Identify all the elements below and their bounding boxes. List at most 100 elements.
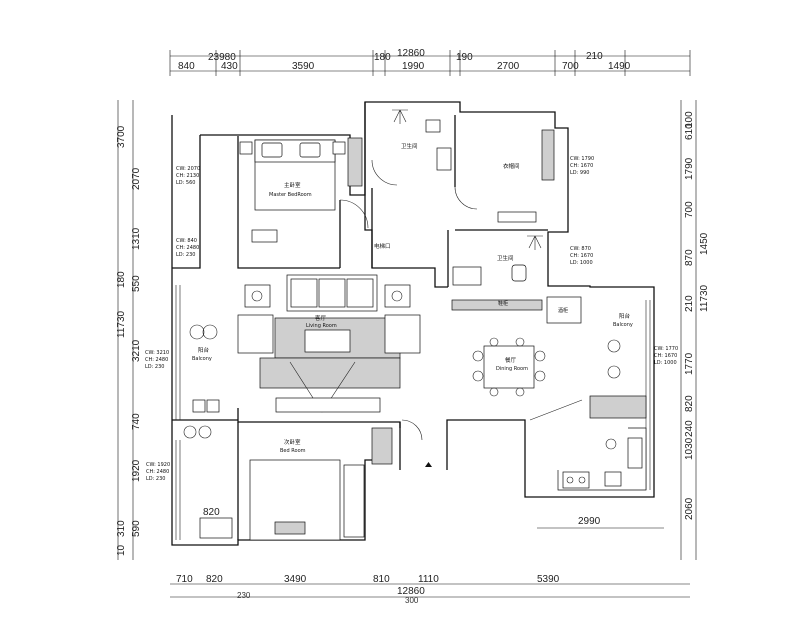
dim-left-7: 740 <box>131 413 142 430</box>
dim-bottom-small-1: 300 <box>405 596 419 605</box>
master-bedroom-name-en: Master BedRoom <box>269 192 312 198</box>
svg-text:CH: 1670: CH: 1670 <box>654 353 677 359</box>
dim-right-3: 700 <box>684 201 695 218</box>
desk-icon <box>251 229 278 243</box>
svg-text:CW: 1790: CW: 1790 <box>570 156 594 162</box>
shower-icon <box>392 109 408 124</box>
svg-text:LD: 1000: LD: 1000 <box>654 360 677 366</box>
dining-area: 餐厅 Dining Room <box>472 337 546 397</box>
svg-text:CW: 870: CW: 870 <box>570 246 591 252</box>
svg-text:CH: 2130: CH: 2130 <box>176 173 199 179</box>
window-spec-master-lower: CW: 840 CH: 2480 LD: 230 <box>176 238 199 258</box>
dim-inner-820: 820 <box>203 507 220 518</box>
kitchen <box>557 427 647 491</box>
dim-left-6: 3210 <box>131 339 142 362</box>
dim-bottom-5: 5390 <box>537 574 560 585</box>
bathroom-mid: 卫生间 CW: 870 CH: 1670 LD: 1000 鞋柜 酒柜 <box>451 235 593 324</box>
dim-left-8: 1920 <box>131 459 142 482</box>
master-bedroom: 主卧室 Master BedRoom CW: 2070 CH: 2130 LD:… <box>176 137 363 258</box>
balcony-left: 阳台 Balcony CW: 3210 CH: 2480 LD: 230 <box>145 324 220 439</box>
svg-text:LD: 230: LD: 230 <box>145 364 164 370</box>
door-swing-icon <box>454 186 478 210</box>
dim-right-2: 1790 <box>684 157 695 180</box>
dim-right-9: 820 <box>684 395 695 412</box>
svg-text:CW: 1770: CW: 1770 <box>654 346 678 352</box>
walls <box>171 101 655 546</box>
dim-left-2: 1310 <box>131 227 142 250</box>
balcony-right: 阳台 Balcony CW: 1770 CH: 1670 LD: 1000 <box>529 312 678 421</box>
dim-top-0: 840 <box>178 61 195 72</box>
sink-icon <box>452 266 482 286</box>
dim-top-3: 180 <box>374 52 391 63</box>
dim-left-9: 310 <box>116 520 127 537</box>
toilet-icon <box>425 119 441 133</box>
top-dimensions: 23980 12860 840 430 3590 180 1990 190 27… <box>169 48 691 76</box>
bench-icon <box>274 521 306 535</box>
dim-left-11: 10 <box>116 544 127 556</box>
armchair-icon <box>237 314 274 354</box>
dim-left-10: 590 <box>131 520 142 537</box>
balcony-left-name: 阳台 <box>198 346 210 354</box>
cabinet-icon <box>541 129 555 181</box>
closet-icon <box>343 464 365 538</box>
study-room: 衣帽间 CW: 1790 CH: 1670 LD: 990 <box>497 129 594 223</box>
dim-top-6: 2700 <box>497 61 520 72</box>
bar-cabinet-icon <box>546 296 582 324</box>
bathroom-mid-name: 卫生间 <box>497 254 514 262</box>
svg-text:LD: 230: LD: 230 <box>176 252 195 258</box>
sink-icon <box>627 437 643 469</box>
toilet-icon <box>511 264 527 282</box>
shower-icon <box>527 235 543 250</box>
dim-top-8: 1490 <box>608 61 631 72</box>
dim-top-2: 3590 <box>292 61 315 72</box>
bedroom: 次卧室 Bed Room CW: 1920 CH: 2480 LD: 230 8… <box>146 427 393 541</box>
bathroom-top: 卫生间 电梯口 <box>374 109 452 250</box>
dim-top-1: 430 <box>221 61 238 72</box>
nightstand-icon <box>239 141 253 155</box>
dim-top-5: 190 <box>456 52 473 63</box>
svg-text:LD: 230: LD: 230 <box>146 476 165 482</box>
window-spec-bedroom: CW: 1920 CH: 2480 LD: 230 <box>146 462 170 482</box>
coffee-table-icon <box>304 329 351 353</box>
dim-left-4: 550 <box>131 275 142 292</box>
left-dimensions: 3700 2070 1310 180 550 11730 3210 740 19… <box>116 100 142 560</box>
dim-bottom-2: 3490 <box>284 574 307 585</box>
doors <box>339 159 478 467</box>
dim-right-10: 240 <box>684 420 695 437</box>
door-swing-icon <box>371 159 398 186</box>
entry-arrow-icon <box>425 462 432 467</box>
dining-table-icon <box>483 345 535 389</box>
dim-top-7: 700 <box>562 61 579 72</box>
living-room-name: 客厅 <box>315 314 327 322</box>
dim-top-total2: 12860 <box>397 48 425 59</box>
svg-text:CH: 2480: CH: 2480 <box>176 245 199 251</box>
dim-top-9: 210 <box>586 51 603 62</box>
dim-left-0: 3700 <box>116 125 127 148</box>
dim-bottom-1: 820 <box>206 574 223 585</box>
dim-bottom-3: 810 <box>373 574 390 585</box>
dim-right-4: 1450 <box>699 232 710 255</box>
dim-left-5: 11730 <box>116 310 127 338</box>
dim-bottom-total: 12860 <box>397 586 425 597</box>
svg-text:CH: 1670: CH: 1670 <box>570 163 593 169</box>
right-dimensions: 100 610 1790 700 1450 870 210 11730 1770… <box>680 100 710 560</box>
window-spec-balcony-left: CW: 3210 CH: 2480 LD: 230 <box>145 350 169 370</box>
master-bedroom-name: 主卧室 <box>284 181 301 189</box>
tv-cabinet-icon <box>275 397 381 413</box>
dim-right-8: 1770 <box>684 352 695 375</box>
dim-left-3: 180 <box>116 271 127 288</box>
wardrobe-icon <box>371 427 393 465</box>
window-spec-master: CW: 2070 CH: 2130 LD: 560 <box>176 166 200 186</box>
desk-icon <box>199 517 233 539</box>
door-swing-icon <box>401 419 423 441</box>
study-name: 衣帽间 <box>503 162 520 170</box>
balcony-right-name: 阳台 <box>619 312 631 320</box>
svg-text:LD: 560: LD: 560 <box>176 180 195 186</box>
window-spec-bath-mid: CW: 870 CH: 1670 LD: 1000 <box>570 246 593 266</box>
dim-top-total: 23980 <box>208 52 236 63</box>
shelf-icon <box>497 211 537 223</box>
dim-bottom-0: 710 <box>176 574 193 585</box>
washer-icon <box>605 438 617 450</box>
shoe-name: 鞋柜 <box>498 300 508 307</box>
dining-name-en: Dining Room <box>496 366 528 372</box>
